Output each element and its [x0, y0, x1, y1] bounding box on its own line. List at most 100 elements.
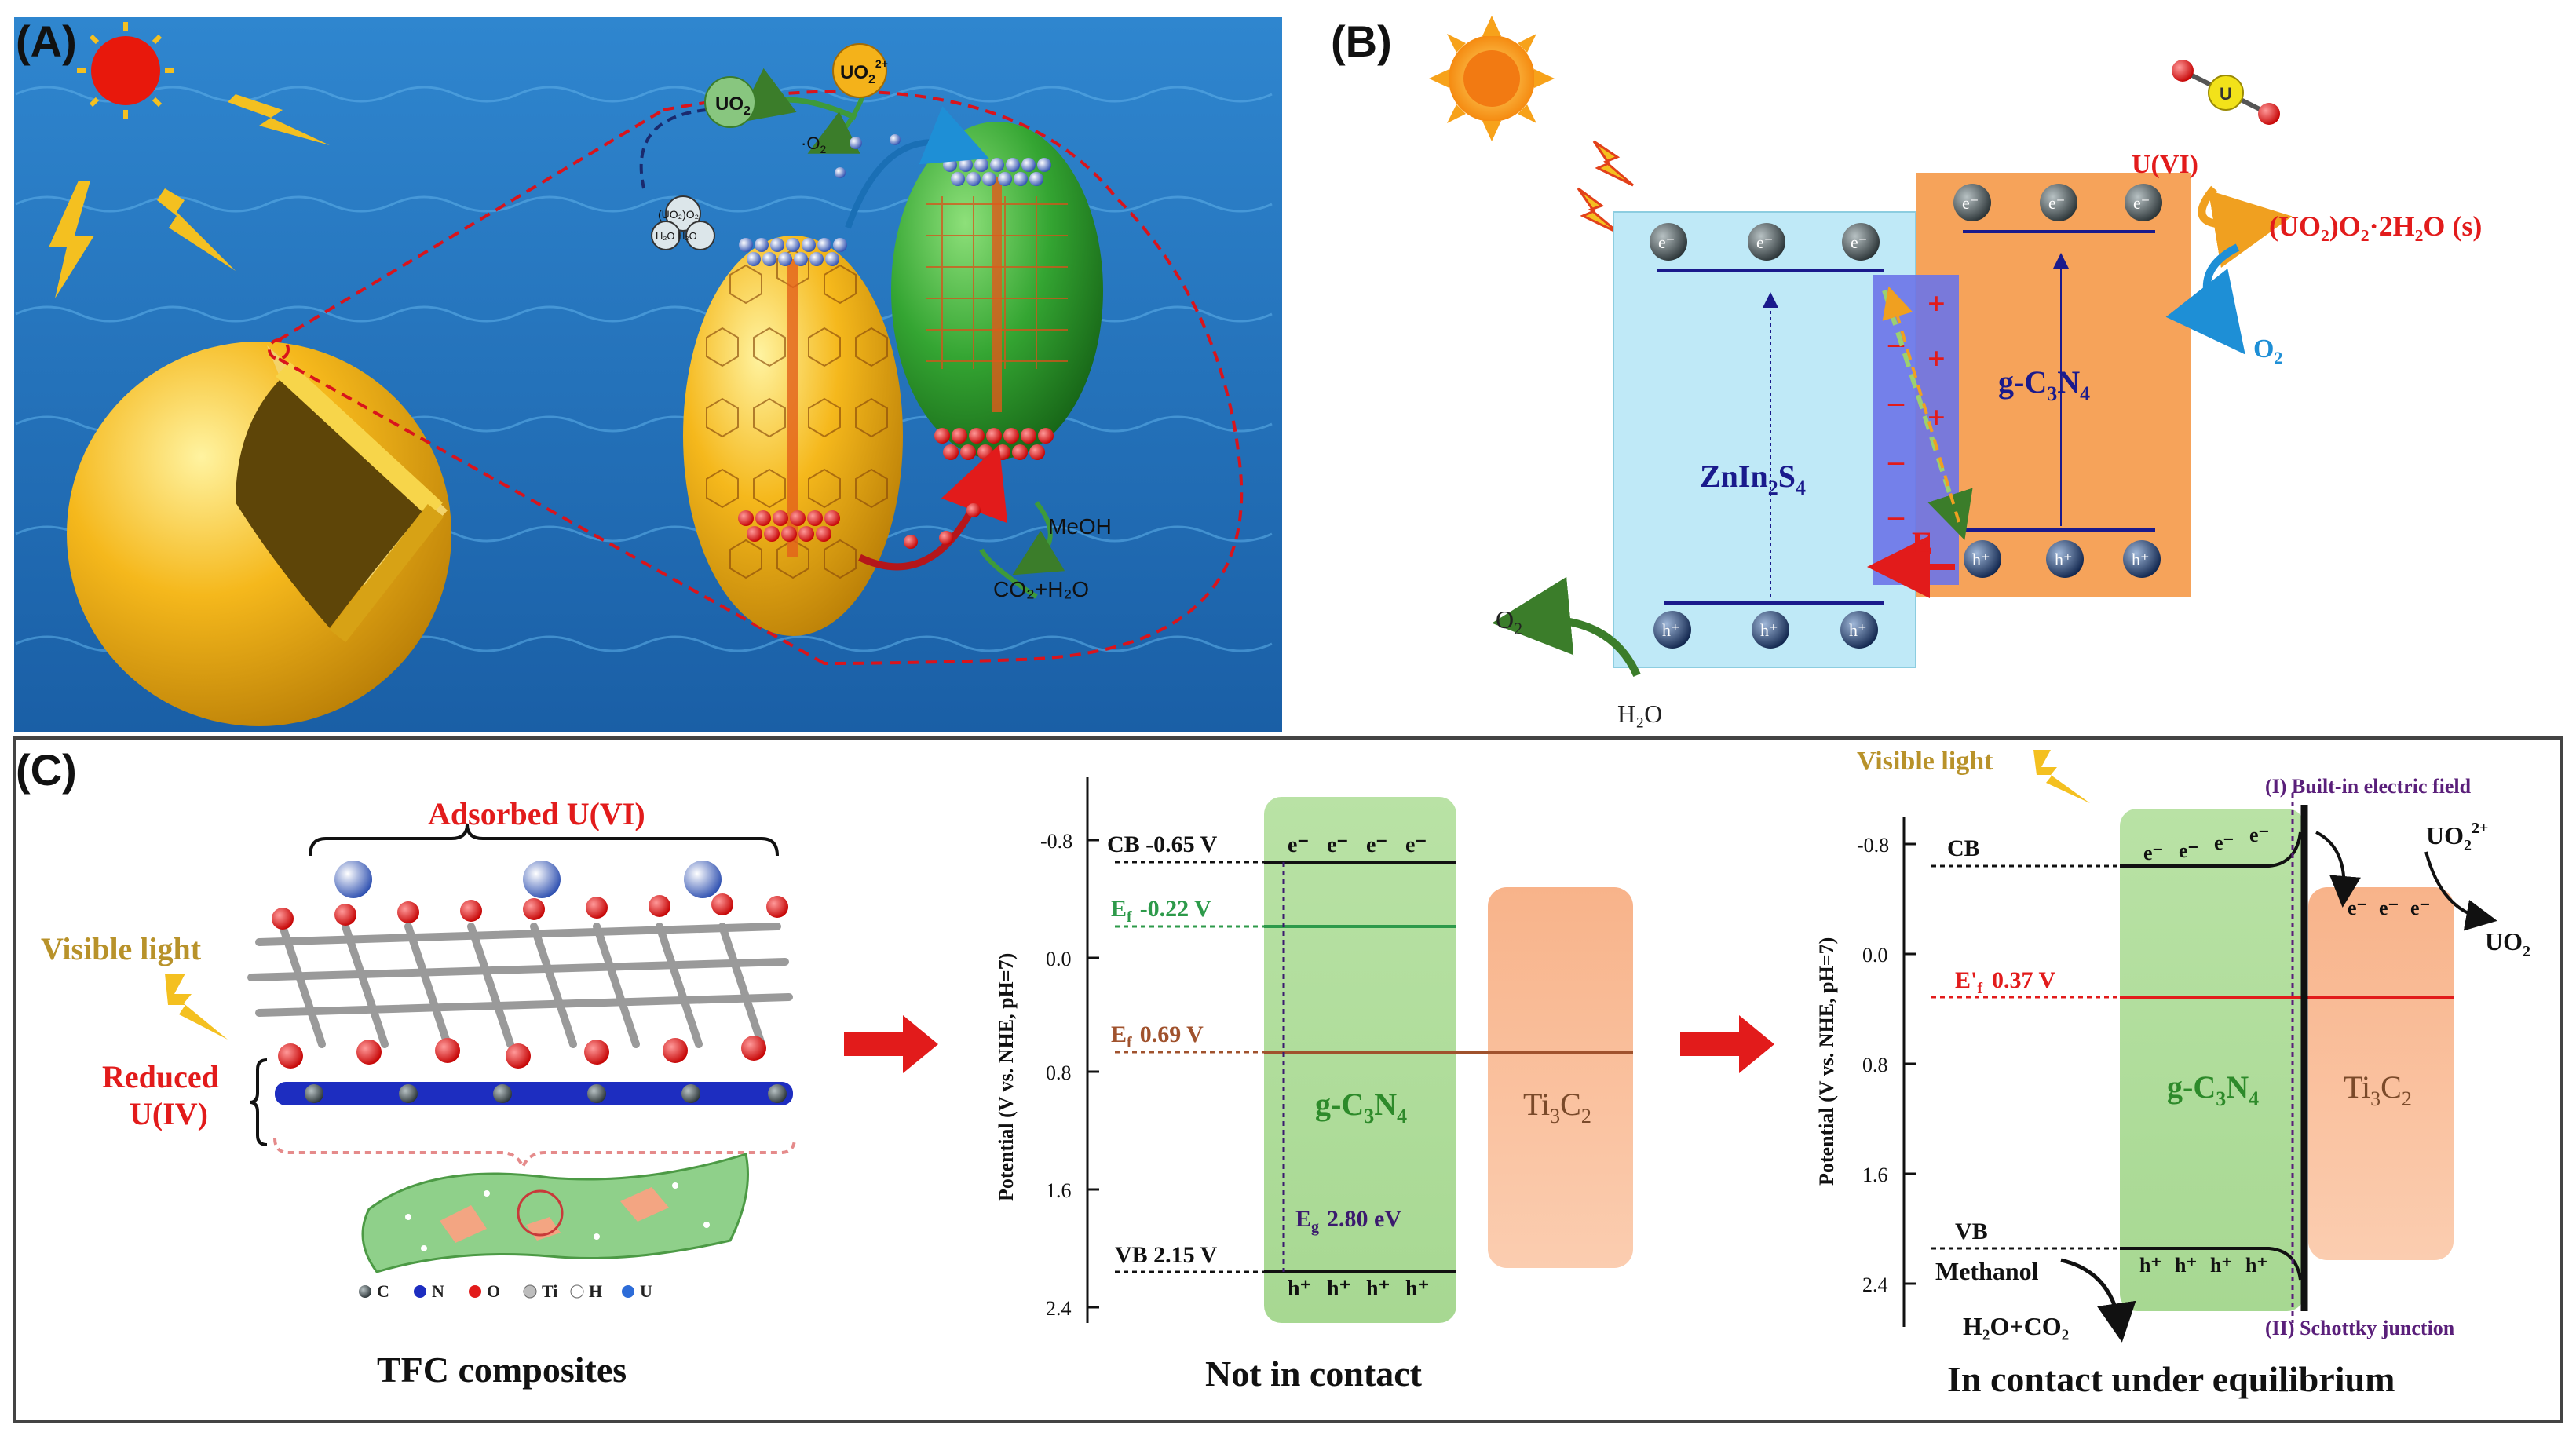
svg-text:–: –: [1887, 443, 1905, 478]
panel-a-label: (A): [16, 16, 77, 66]
svg-text:h⁺: h⁺: [1366, 1277, 1390, 1301]
visible-light-label: Visible light: [1857, 747, 1993, 776]
not-in-contact-subpanel: -0.8 0.0 0.8 1.6 2.4 Potential (V vs. NH…: [995, 777, 1633, 1394]
svg-text:e⁻: e⁻: [1327, 833, 1348, 857]
tick-label: -0.8: [1040, 830, 1072, 853]
methanol-label: Methanol: [1935, 1257, 2039, 1285]
reduced-label-line1: Reduced: [102, 1059, 219, 1094]
svg-text:e⁻: e⁻: [2379, 897, 2399, 919]
gcn-band: [2120, 809, 2304, 1311]
svg-text:e⁻: e⁻: [1366, 833, 1387, 857]
peroxide-cluster: (UO₂)O₂ H₂O H₂O: [651, 195, 715, 250]
ti3c2-band: [2308, 887, 2454, 1260]
svg-text:h⁺: h⁺: [2175, 1254, 2197, 1277]
uo2-bubble: UO2: [704, 76, 756, 128]
equilibrium-subpanel: Visible light -0.8 0.0 0.8 1.6 2.4 Poten…: [1815, 747, 2530, 1399]
interface-charges: + + + – – – –: [1887, 286, 1946, 533]
methanol-arrow: [2060, 1258, 2136, 1343]
meoh-label: MeOH: [1048, 514, 1112, 539]
electron-flow-arrow: [2315, 831, 2361, 908]
schottky-label: (II) Schottky junction: [2265, 1317, 2455, 1339]
svg-text:e⁻: e⁻: [1851, 232, 1867, 252]
uo2-2plus-bubble: UO22+: [832, 43, 888, 98]
svg-text:h⁺: h⁺: [1662, 620, 1680, 640]
o2-arrow: [2165, 243, 2245, 355]
svg-text:+: +: [1927, 341, 1946, 376]
tick-label: 2.4: [1862, 1273, 1888, 1296]
reaction-arrows-a: [639, 68, 1065, 599]
svg-text:e⁻: e⁻: [2410, 897, 2430, 919]
visible-light-label: Visible light: [41, 931, 202, 966]
adsorbed-label: Adsorbed U(VI): [428, 796, 645, 831]
ti3c2-band: [1488, 887, 1633, 1268]
holes-zis: h⁺ h⁺ h⁺: [1653, 611, 1878, 649]
cb-label: CB -0.65 V: [1107, 831, 1218, 857]
svg-text:h⁺: h⁺: [1849, 620, 1867, 640]
atom-legend: C N O Ti H U: [359, 1281, 652, 1301]
tick-label: 1.6: [1862, 1164, 1888, 1186]
zoom-outline: [268, 90, 1244, 665]
equilibrium-caption: In contact under equilibrium: [1947, 1359, 2395, 1399]
lightning-icon: [49, 94, 330, 298]
svg-text:h⁺: h⁺: [1327, 1277, 1350, 1301]
electrons-zis: e⁻ e⁻ e⁻: [1650, 223, 1880, 261]
tfc-caption: TFC composites: [377, 1350, 627, 1390]
uranium-atoms: [334, 861, 722, 898]
electrons-ti: e⁻ e⁻ e⁻: [2348, 897, 2430, 919]
small-particles-a: [835, 134, 981, 549]
svg-text:–: –: [1887, 384, 1905, 419]
svg-text:+: +: [1927, 286, 1946, 321]
oxygen-atoms-bottom: [278, 1036, 766, 1069]
svg-text:H₂O H₂O: H₂O H₂O: [656, 230, 697, 242]
svg-text:C: C: [377, 1281, 389, 1301]
tick-label: 1.6: [1046, 1179, 1072, 1202]
tick-label: 0.0: [1862, 944, 1888, 966]
gold-particle: [683, 236, 903, 636]
nitrogen-atoms: [275, 1082, 793, 1105]
electrons-gcn: e⁻ e⁻ e⁻: [1953, 184, 2162, 221]
uo2-2plus-label: UO22+: [2426, 820, 2488, 854]
electrons: e⁻ e⁻ e⁻ e⁻: [1288, 833, 1427, 857]
svg-text:–: –: [1887, 498, 1905, 533]
co2-h2o-label: CO₂+H₂O: [993, 577, 1089, 601]
reduced-label-line2: U(IV): [130, 1096, 208, 1131]
tick-label: 0.0: [1046, 948, 1072, 970]
electron-row: [739, 238, 847, 266]
selection-brace: [273, 1138, 796, 1171]
svg-text:e⁻: e⁻: [1405, 833, 1427, 857]
field-label: E: [1912, 525, 1933, 561]
carbon-atoms: [305, 1084, 787, 1103]
tfc-highlight: [517, 1189, 564, 1237]
svg-text:e⁻: e⁻: [1962, 193, 1979, 213]
ti3c2-label: Ti3C2: [2344, 1069, 2412, 1110]
lightning-icon: [165, 974, 228, 1040]
not-contact-caption: Not in contact: [1205, 1354, 1423, 1394]
gcn-label: g-C3N4: [1315, 1087, 1407, 1127]
uranyl-molecule: U: [2172, 60, 2280, 125]
svg-text:UO22+: UO22+: [840, 57, 888, 86]
tick-label: 0.8: [1862, 1054, 1888, 1076]
water-oxidation-arrow: [1492, 576, 1641, 678]
hole-row: [738, 510, 840, 542]
vb-label: VB 2.15 V: [1115, 1242, 1218, 1268]
tick-label: 2.4: [1046, 1297, 1072, 1320]
zis-label: ZnIn2S4: [1700, 459, 1806, 499]
reduced-brace: [249, 1058, 268, 1146]
svg-text:e⁻: e⁻: [2143, 842, 2163, 864]
svg-text:h⁺: h⁺: [2132, 550, 2150, 569]
panel-c: (C) Adsorbed U(VI): [13, 736, 2563, 1423]
superoxide-label: ·O2: [801, 133, 826, 155]
u-vi-label: U(VI): [2132, 150, 2198, 179]
svg-text:h⁺: h⁺: [2210, 1254, 2232, 1277]
u-reduction-arrow: [2198, 185, 2293, 269]
panel-b-label: (B): [1331, 16, 1392, 66]
svg-text:+: +: [1927, 400, 1946, 435]
svg-text:N: N: [432, 1281, 444, 1301]
holes: h⁺ h⁺ h⁺ h⁺: [1288, 1277, 1429, 1301]
sun-icon: [1429, 16, 1555, 141]
electrons-gcn: e⁻ e⁻ e⁻ e⁻: [2143, 824, 2269, 864]
tfc-sheet: [361, 1153, 749, 1273]
